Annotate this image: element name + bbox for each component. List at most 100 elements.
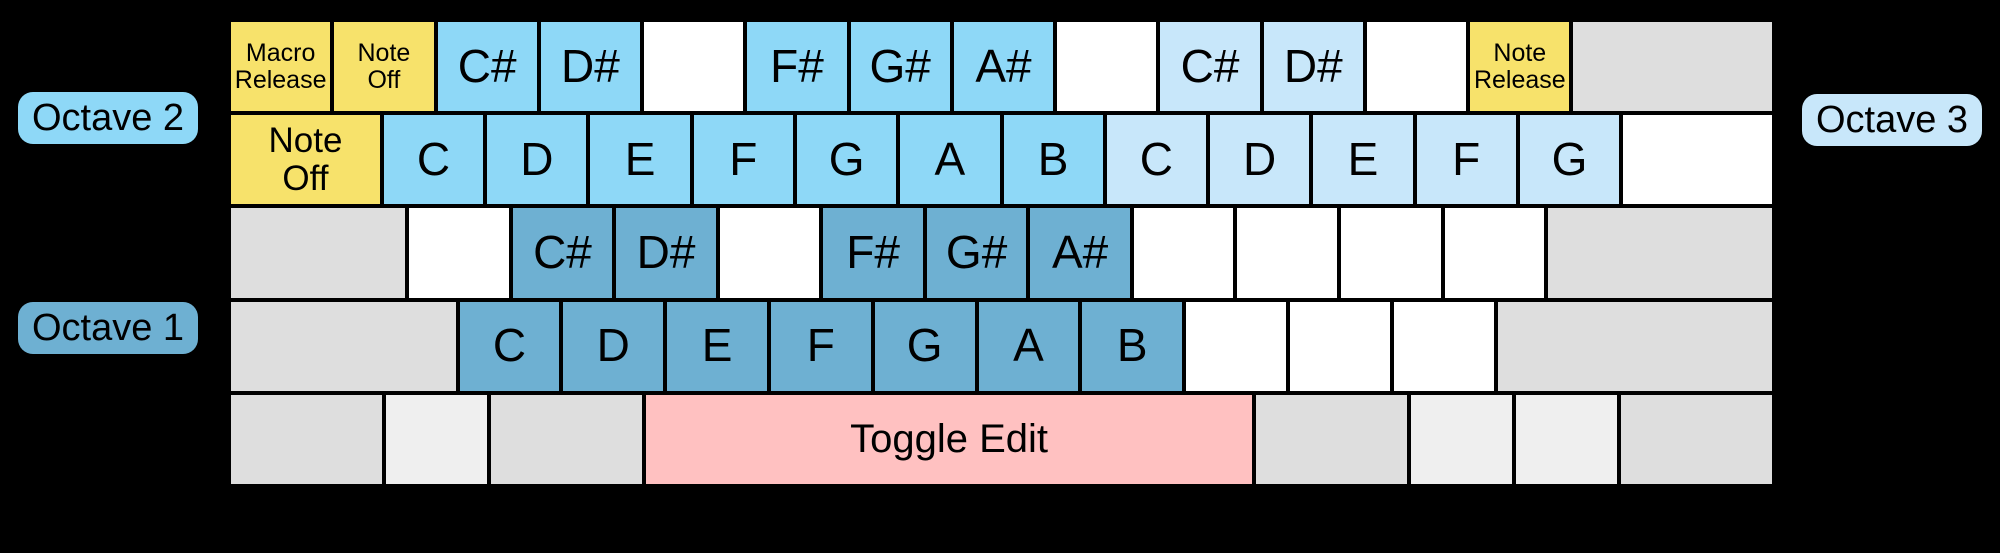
key-unmapped [1237, 208, 1337, 298]
key-modifier-gray [1620, 394, 1772, 485]
key-label: G# [869, 39, 931, 92]
key-label: F [806, 319, 835, 372]
key-label: D [520, 132, 554, 185]
octave-2-badge: Octave 2 [18, 92, 198, 144]
key-note-off: Note Off [334, 22, 434, 112]
key-label: A [1013, 319, 1044, 372]
key-unmapped [1057, 22, 1157, 112]
key-unmapped [1623, 115, 1772, 205]
key-note-d-octave3: D [1210, 115, 1310, 205]
key-note-release: Note Release [1470, 22, 1570, 112]
key-label: B [1037, 132, 1069, 185]
key-note-c-octave2: C [383, 115, 484, 205]
key-modifier-gray [1573, 22, 1772, 112]
key-note-asharp-octave1: A# [1030, 208, 1130, 298]
key-note-asharp-octave2: A# [953, 22, 1054, 112]
key-note-dsharp-octave2: D# [540, 22, 641, 112]
key-unmapped [719, 208, 820, 298]
key-label: D [596, 319, 630, 372]
key-modifier-gray [231, 301, 456, 391]
key-label: F# [770, 39, 824, 92]
key-note-dsharp-octave1: D# [616, 208, 716, 298]
key-note-csharp-octave3: C# [1160, 22, 1260, 112]
key-label: C [416, 132, 451, 185]
key-label: F# [846, 226, 900, 279]
key-modifier-gray [231, 208, 406, 298]
key-note-off-wide: Note Off [231, 115, 380, 205]
key-label: Note Release [1473, 38, 1566, 94]
keyboard-row-1: Macro Release Note Off C# D# F# G# A# C# D# Note … [231, 22, 1772, 112]
key-note-fsharp-octave1: F# [823, 208, 923, 298]
key-label: C# [533, 226, 592, 279]
octave-1-badge: Octave 1 [18, 302, 198, 354]
key-label: G [906, 319, 943, 372]
key-note-fsharp-octave2: F# [747, 22, 847, 112]
key-note-g-octave3: G [1519, 115, 1620, 205]
key-modifier-light [1410, 394, 1512, 485]
key-modifier-gray [1548, 208, 1772, 298]
key-note-a-octave1: A [978, 301, 1079, 391]
key-note-a-octave2: A [900, 115, 1000, 205]
key-modifier-gray [231, 394, 383, 485]
key-label: Toggle Edit [850, 416, 1049, 461]
key-label: B [1116, 319, 1148, 372]
key-unmapped [1340, 208, 1441, 298]
key-modifier-gray [1497, 301, 1772, 391]
key-label: D# [1283, 39, 1343, 92]
key-label: C [1139, 132, 1174, 185]
key-note-csharp-octave1: C# [512, 208, 613, 298]
key-label: C# [1180, 39, 1240, 92]
key-unmapped [1186, 301, 1286, 391]
key-label: G [1551, 132, 1588, 185]
key-modifier-gray [491, 394, 643, 485]
key-label: D# [561, 39, 620, 92]
key-modifier-gray [1255, 394, 1407, 485]
key-note-b-octave2: B [1003, 115, 1103, 205]
key-note-e-octave2: E [590, 115, 690, 205]
key-label: G [828, 132, 865, 185]
key-note-gsharp-octave2: G# [850, 22, 950, 112]
key-toggle-edit: Toggle Edit [646, 394, 1252, 485]
key-unmapped [1133, 208, 1234, 298]
key-label: G# [945, 226, 1008, 279]
key-label: F [1452, 132, 1481, 185]
key-label: A# [1052, 226, 1109, 279]
key-label: C [492, 319, 527, 372]
key-note-csharp-octave2: C# [437, 22, 537, 112]
key-label: D [1243, 132, 1277, 185]
key-label: D# [636, 226, 696, 279]
key-unmapped [1289, 301, 1390, 391]
key-label: Macro Release [234, 38, 327, 94]
key-label: Note Off [357, 38, 411, 94]
keyboard-row-5: Toggle Edit [231, 394, 1772, 485]
keyboard-row-3: C# D# F# G# A# [231, 208, 1772, 298]
key-unmapped [644, 22, 744, 112]
key-unmapped [1444, 208, 1545, 298]
key-label: A# [975, 39, 1032, 92]
key-label: F [729, 132, 758, 185]
key-label: Note Off [268, 121, 343, 198]
key-note-f-octave2: F [693, 115, 793, 205]
key-note-e-octave3: E [1313, 115, 1413, 205]
key-modifier-light [1515, 394, 1617, 485]
octave-3-badge: Octave 3 [1802, 94, 1982, 146]
key-label: C# [457, 39, 517, 92]
key-note-b-octave1: B [1082, 301, 1183, 391]
key-note-f-octave1: F [770, 301, 871, 391]
key-label: E [701, 319, 733, 372]
key-note-d-octave1: D [563, 301, 664, 391]
key-unmapped [1366, 22, 1467, 112]
key-note-e-octave1: E [667, 301, 767, 391]
key-note-c-octave3: C [1106, 115, 1207, 205]
key-note-f-octave3: F [1416, 115, 1516, 205]
key-note-g-octave1: G [874, 301, 975, 391]
key-label: E [1347, 132, 1379, 185]
key-macro-release: Macro Release [231, 22, 331, 112]
key-note-dsharp-octave3: D# [1263, 22, 1363, 112]
key-note-d-octave2: D [487, 115, 587, 205]
key-label: E [624, 132, 656, 185]
key-label: A [934, 132, 966, 185]
